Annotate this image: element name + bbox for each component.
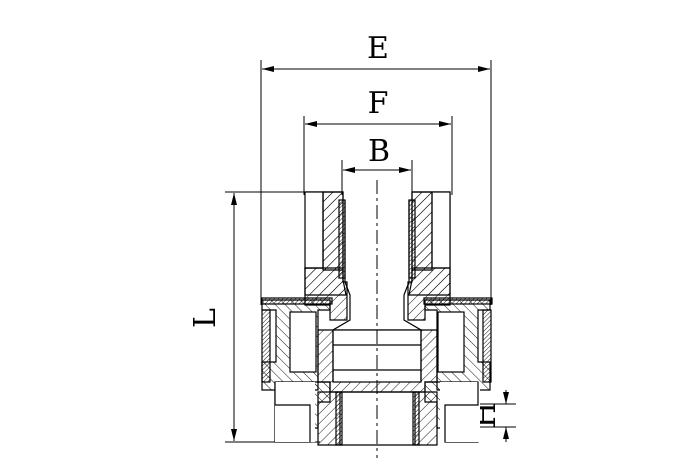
- dimension-b: [341, 160, 413, 195]
- dim-label-b: B: [368, 134, 390, 169]
- socket-insert-right: [408, 199, 416, 279]
- lower-outline-left: [274, 382, 311, 442]
- nut-flange-right: [423, 297, 493, 305]
- dim-label-f: F: [368, 86, 389, 121]
- thread-left: [335, 391, 343, 446]
- tailpiece-step: [431, 191, 451, 269]
- nut-flange-left: [261, 297, 333, 305]
- nut-cavity-left: [289, 311, 317, 373]
- socket-insert-left: [338, 199, 346, 279]
- lower-outline-right: [444, 382, 479, 442]
- thread-right: [412, 391, 420, 446]
- bore-right: [403, 200, 422, 382]
- bore-left: [332, 200, 351, 382]
- dimension-f: [303, 116, 453, 195]
- nut-thread-left: [261, 309, 271, 383]
- nut-thread-right: [482, 309, 492, 383]
- tailpiece-step: [304, 191, 324, 269]
- dim-label-l: L: [188, 308, 223, 328]
- dimension-e: [260, 60, 492, 305]
- nut-cavity-right: [437, 311, 465, 373]
- dim-label-e: E: [367, 31, 389, 66]
- lower-base-mask: [275, 382, 315, 442]
- lower-base-mask: [440, 382, 480, 442]
